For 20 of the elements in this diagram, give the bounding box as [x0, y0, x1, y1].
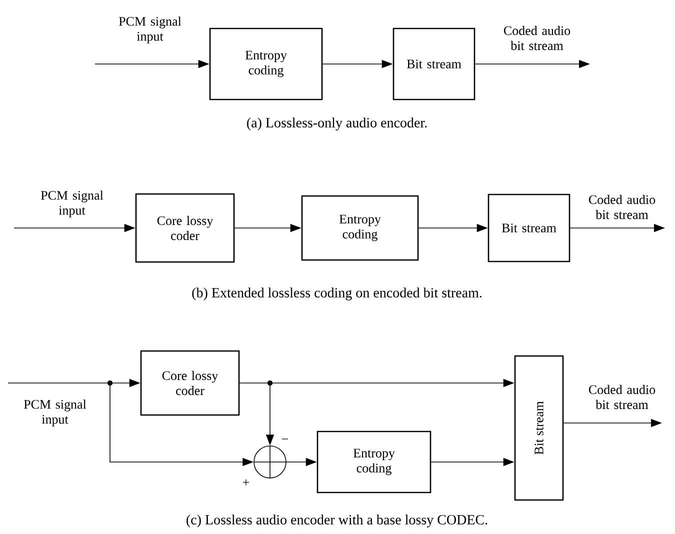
edge-label: Coded audio bit stream [588, 194, 656, 220]
edge-label: PCM signal input [24, 400, 86, 426]
edge-label: + [242, 479, 250, 486]
edge-label: PCM signal input [40, 190, 104, 218]
caption: (a) Lossless-only audio encoder. [247, 118, 427, 130]
edge-label: Coded audio bit stream [588, 384, 656, 410]
bitstream-box: Bit stream [514, 355, 564, 501]
process-box: Entropy coding [301, 195, 419, 261]
process-box: Entropy coding [316, 430, 432, 494]
process-box: Core lossy coder [140, 350, 240, 416]
process-box: Bit stream [488, 194, 570, 262]
process-box: Entropy coding [209, 28, 323, 100]
process-box: Core lossy coder [135, 193, 235, 263]
edge-label: Coded audio bit stream [504, 26, 570, 50]
summing-junction [253, 445, 287, 479]
edge-label: PCM signal input [118, 16, 182, 44]
caption: (c) Lossless audio encoder with a base lossy CODEC. [186, 514, 488, 528]
process-box: Bit stream [392, 28, 476, 100]
caption: (b) Extended lossless coding on encoded bit stream. [192, 288, 482, 300]
edge-label: − [282, 438, 288, 440]
